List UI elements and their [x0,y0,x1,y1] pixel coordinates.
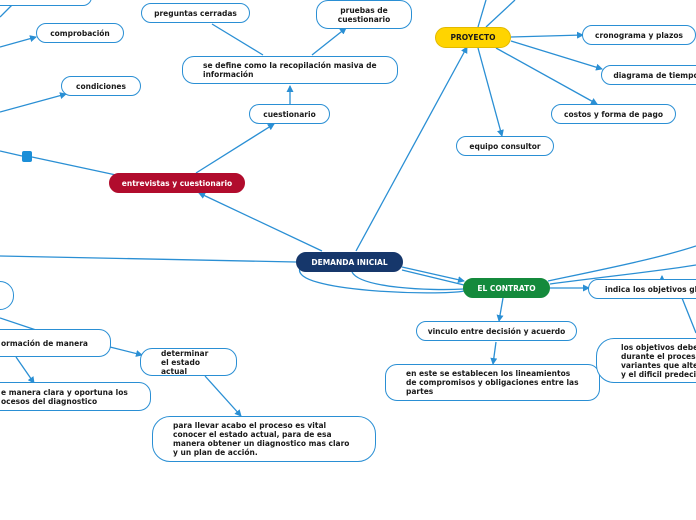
link-left-condiciones [0,92,67,113]
link-contrato-right2 [549,264,696,285]
link-contrato-right1 [547,245,696,282]
node-preguntas-cerradas[interactable]: preguntas cerradas [141,3,250,23]
link-contrato-vinculo [496,297,504,322]
node-objetivos-deben[interactable]: los objetivos deben durante el proceso v… [596,338,696,383]
link-proyecto-top1 [477,0,487,28]
node-diagrama-tiempo[interactable]: diagrama de tiempo [601,65,696,85]
link-demanda-entrevistas [198,192,323,252]
link-proyecto-top2 [485,0,516,28]
node-manera-clara[interactable]: e manera clara y oportuna los ocesos del… [0,382,151,411]
node-vinculo-decision[interactable]: vinculo entre decisión y acuerdo [416,321,577,341]
node-definicion[interactable]: se define como la recopilación masiva de… [182,56,398,84]
link-entrevistas-cuestionario [195,123,275,174]
link-informacion-determinar [109,346,143,357]
node-determinar-estado[interactable]: determinar el estado actual [140,348,237,376]
node-cronograma-plazos[interactable]: cronograma y plazos [582,25,696,45]
link-left-informacion [0,317,37,331]
link-determinar-proceso [204,375,242,417]
link-proyecto-cronograma [510,31,584,39]
link-demanda-contrato-1 [401,266,465,284]
node-entrevistas-cuestionario[interactable]: entrevistas y cuestionario [109,173,245,193]
link-proyecto-costos [495,47,598,105]
node-pruebas-cuestionario[interactable]: pruebas de cuestionario [316,0,412,29]
node-el-contrato[interactable]: EL CONTRATO [463,278,550,298]
link-informacion-manera [15,356,35,384]
collapse-handle[interactable] [22,151,32,162]
link-handle-left [0,150,23,157]
node-objetivos-globales[interactable]: indica los objetivos globales [588,279,696,299]
node-costos-pago[interactable]: costos y forma de pago [551,104,676,124]
link-demanda-contrato-2 [401,269,465,286]
node-proceso-vital[interactable]: para llevar acabo el proceso es vital co… [152,416,376,462]
node-top-left-fragment[interactable] [0,0,92,6]
link-entrevistas-handle [31,156,117,176]
node-equipo-consultor[interactable]: equipo consultor [456,136,554,156]
link-demanda-proyecto [355,46,468,252]
node-informacion-manera[interactable]: ormación de manera [0,329,111,357]
link-objetivos-deben [681,297,696,334]
link-proyecto-equipo [477,47,504,137]
link-demanda-contrato-4 [299,267,465,294]
node-proyecto[interactable]: PROYECTO [435,27,511,48]
link-definicion-preguntas [211,23,264,56]
link-demanda-left [0,255,297,263]
link-demanda-contrato-3 [351,271,465,291]
node-comprobacion[interactable]: comprobación [36,23,124,43]
link-definicion-pruebas [311,27,347,56]
link-vinculo-lineamientos [490,341,498,365]
node-lineamientos[interactable]: en este se establecen los lineamientos d… [385,364,600,401]
node-cuestionario[interactable]: cuestionario [249,104,330,124]
link-left-comprobacion [0,35,37,48]
node-demanda-inicial[interactable]: DEMANDA INICIAL [296,252,403,272]
link-proyecto-diagrama [510,40,603,71]
node-condiciones[interactable]: condiciones [61,76,141,96]
